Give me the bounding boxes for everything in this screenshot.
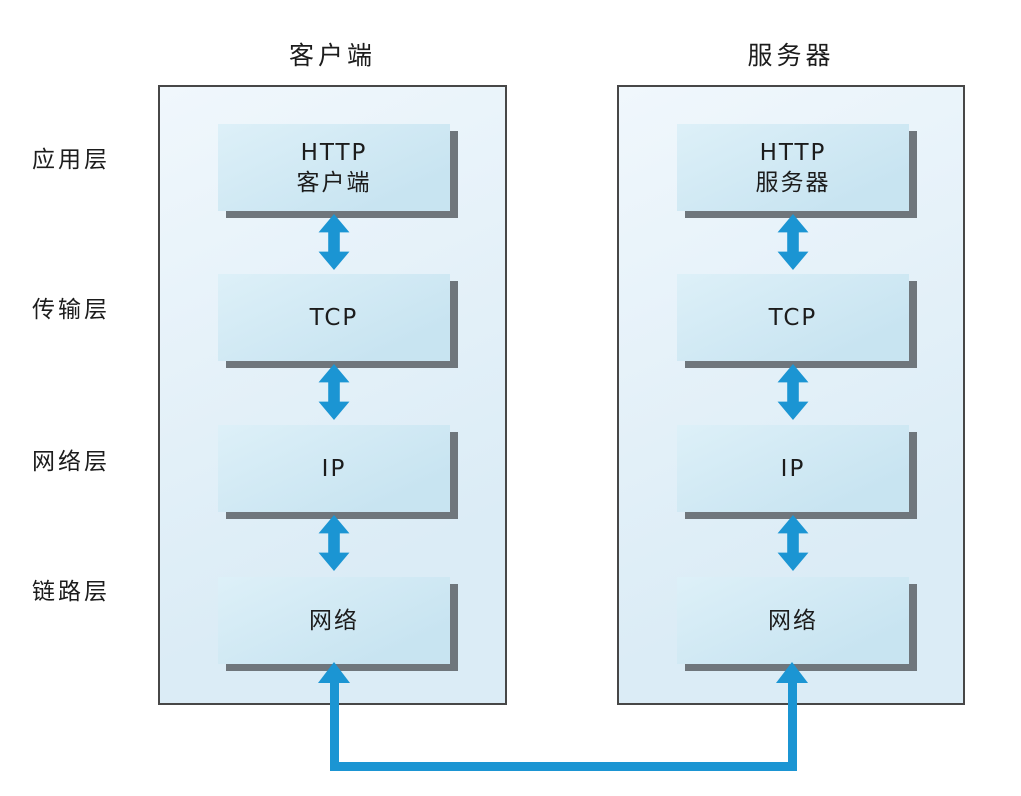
server-http-sublabel: 服务器: [755, 169, 831, 196]
server-tcp-box: TCP: [677, 274, 909, 361]
client-http-sublabel: 客户端: [296, 169, 372, 196]
client-network-label: 网络: [309, 607, 359, 634]
server-http-label: HTTP: [759, 139, 827, 166]
connector-vertical-client: [330, 681, 339, 771]
server-stack-title: 服务器: [747, 41, 835, 70]
client-http-box: HTTP 客户端: [218, 124, 450, 211]
client-tcp-box: TCP: [218, 274, 450, 361]
row-label-link-layer: 链路层: [32, 579, 110, 605]
server-transport-network-arrow-icon: [776, 364, 810, 420]
server-network-label: 网络: [768, 607, 818, 634]
client-ip-label: IP: [321, 455, 347, 482]
server-network-box: 网络: [677, 577, 909, 664]
server-http-box: HTTP 服务器: [677, 124, 909, 211]
row-label-network-layer: 网络层: [32, 449, 110, 475]
client-panel: HTTP 客户端 TCP IP 网络: [158, 85, 507, 705]
connector-horizontal: [330, 762, 797, 771]
connector-vertical-server: [788, 681, 797, 771]
client-app-transport-arrow-icon: [317, 214, 351, 270]
row-label-application-layer: 应用层: [32, 147, 110, 173]
server-panel: HTTP 服务器 TCP IP 网络: [617, 85, 965, 705]
server-tcp-label: TCP: [768, 304, 818, 331]
server-ip-label: IP: [780, 455, 806, 482]
connector-arrowhead-client-icon: [318, 662, 350, 683]
connector-arrowhead-server-icon: [776, 662, 808, 683]
server-ip-box: IP: [677, 425, 909, 512]
client-tcp-label: TCP: [309, 304, 359, 331]
client-http-label: HTTP: [300, 139, 368, 166]
client-network-box: 网络: [218, 577, 450, 664]
server-app-transport-arrow-icon: [776, 214, 810, 270]
server-network-link-arrow-icon: [776, 515, 810, 571]
client-network-link-arrow-icon: [317, 515, 351, 571]
client-transport-network-arrow-icon: [317, 364, 351, 420]
row-label-transport-layer: 传输层: [32, 297, 110, 323]
client-stack-title: 客户端: [288, 41, 376, 70]
client-ip-box: IP: [218, 425, 450, 512]
